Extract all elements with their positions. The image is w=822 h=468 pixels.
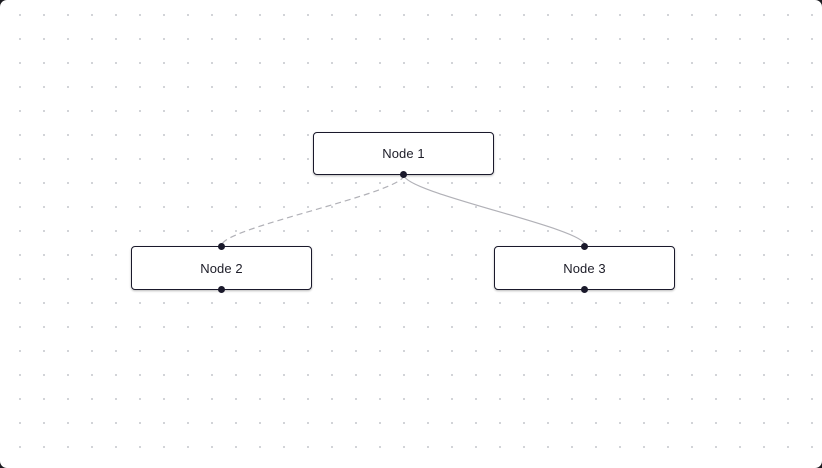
edge-node1-node2[interactable] <box>221 174 405 246</box>
edge-node1-node3[interactable] <box>403 174 586 246</box>
node-3-label: Node 3 <box>563 260 606 276</box>
node-2-label: Node 2 <box>200 260 243 276</box>
node-1[interactable]: Node 1 <box>313 132 494 178</box>
node-2[interactable]: Node 2 <box>131 243 312 293</box>
node-3-source-handle-icon[interactable] <box>581 286 588 293</box>
node-1-source-handle-icon[interactable] <box>400 171 407 178</box>
node-2-source-handle-icon[interactable] <box>218 286 225 293</box>
node-3-target-handle-icon[interactable] <box>581 243 588 250</box>
node-2-target-handle-icon[interactable] <box>218 243 225 250</box>
node-1-label: Node 1 <box>382 146 425 161</box>
node-3[interactable]: Node 3 <box>494 243 675 293</box>
